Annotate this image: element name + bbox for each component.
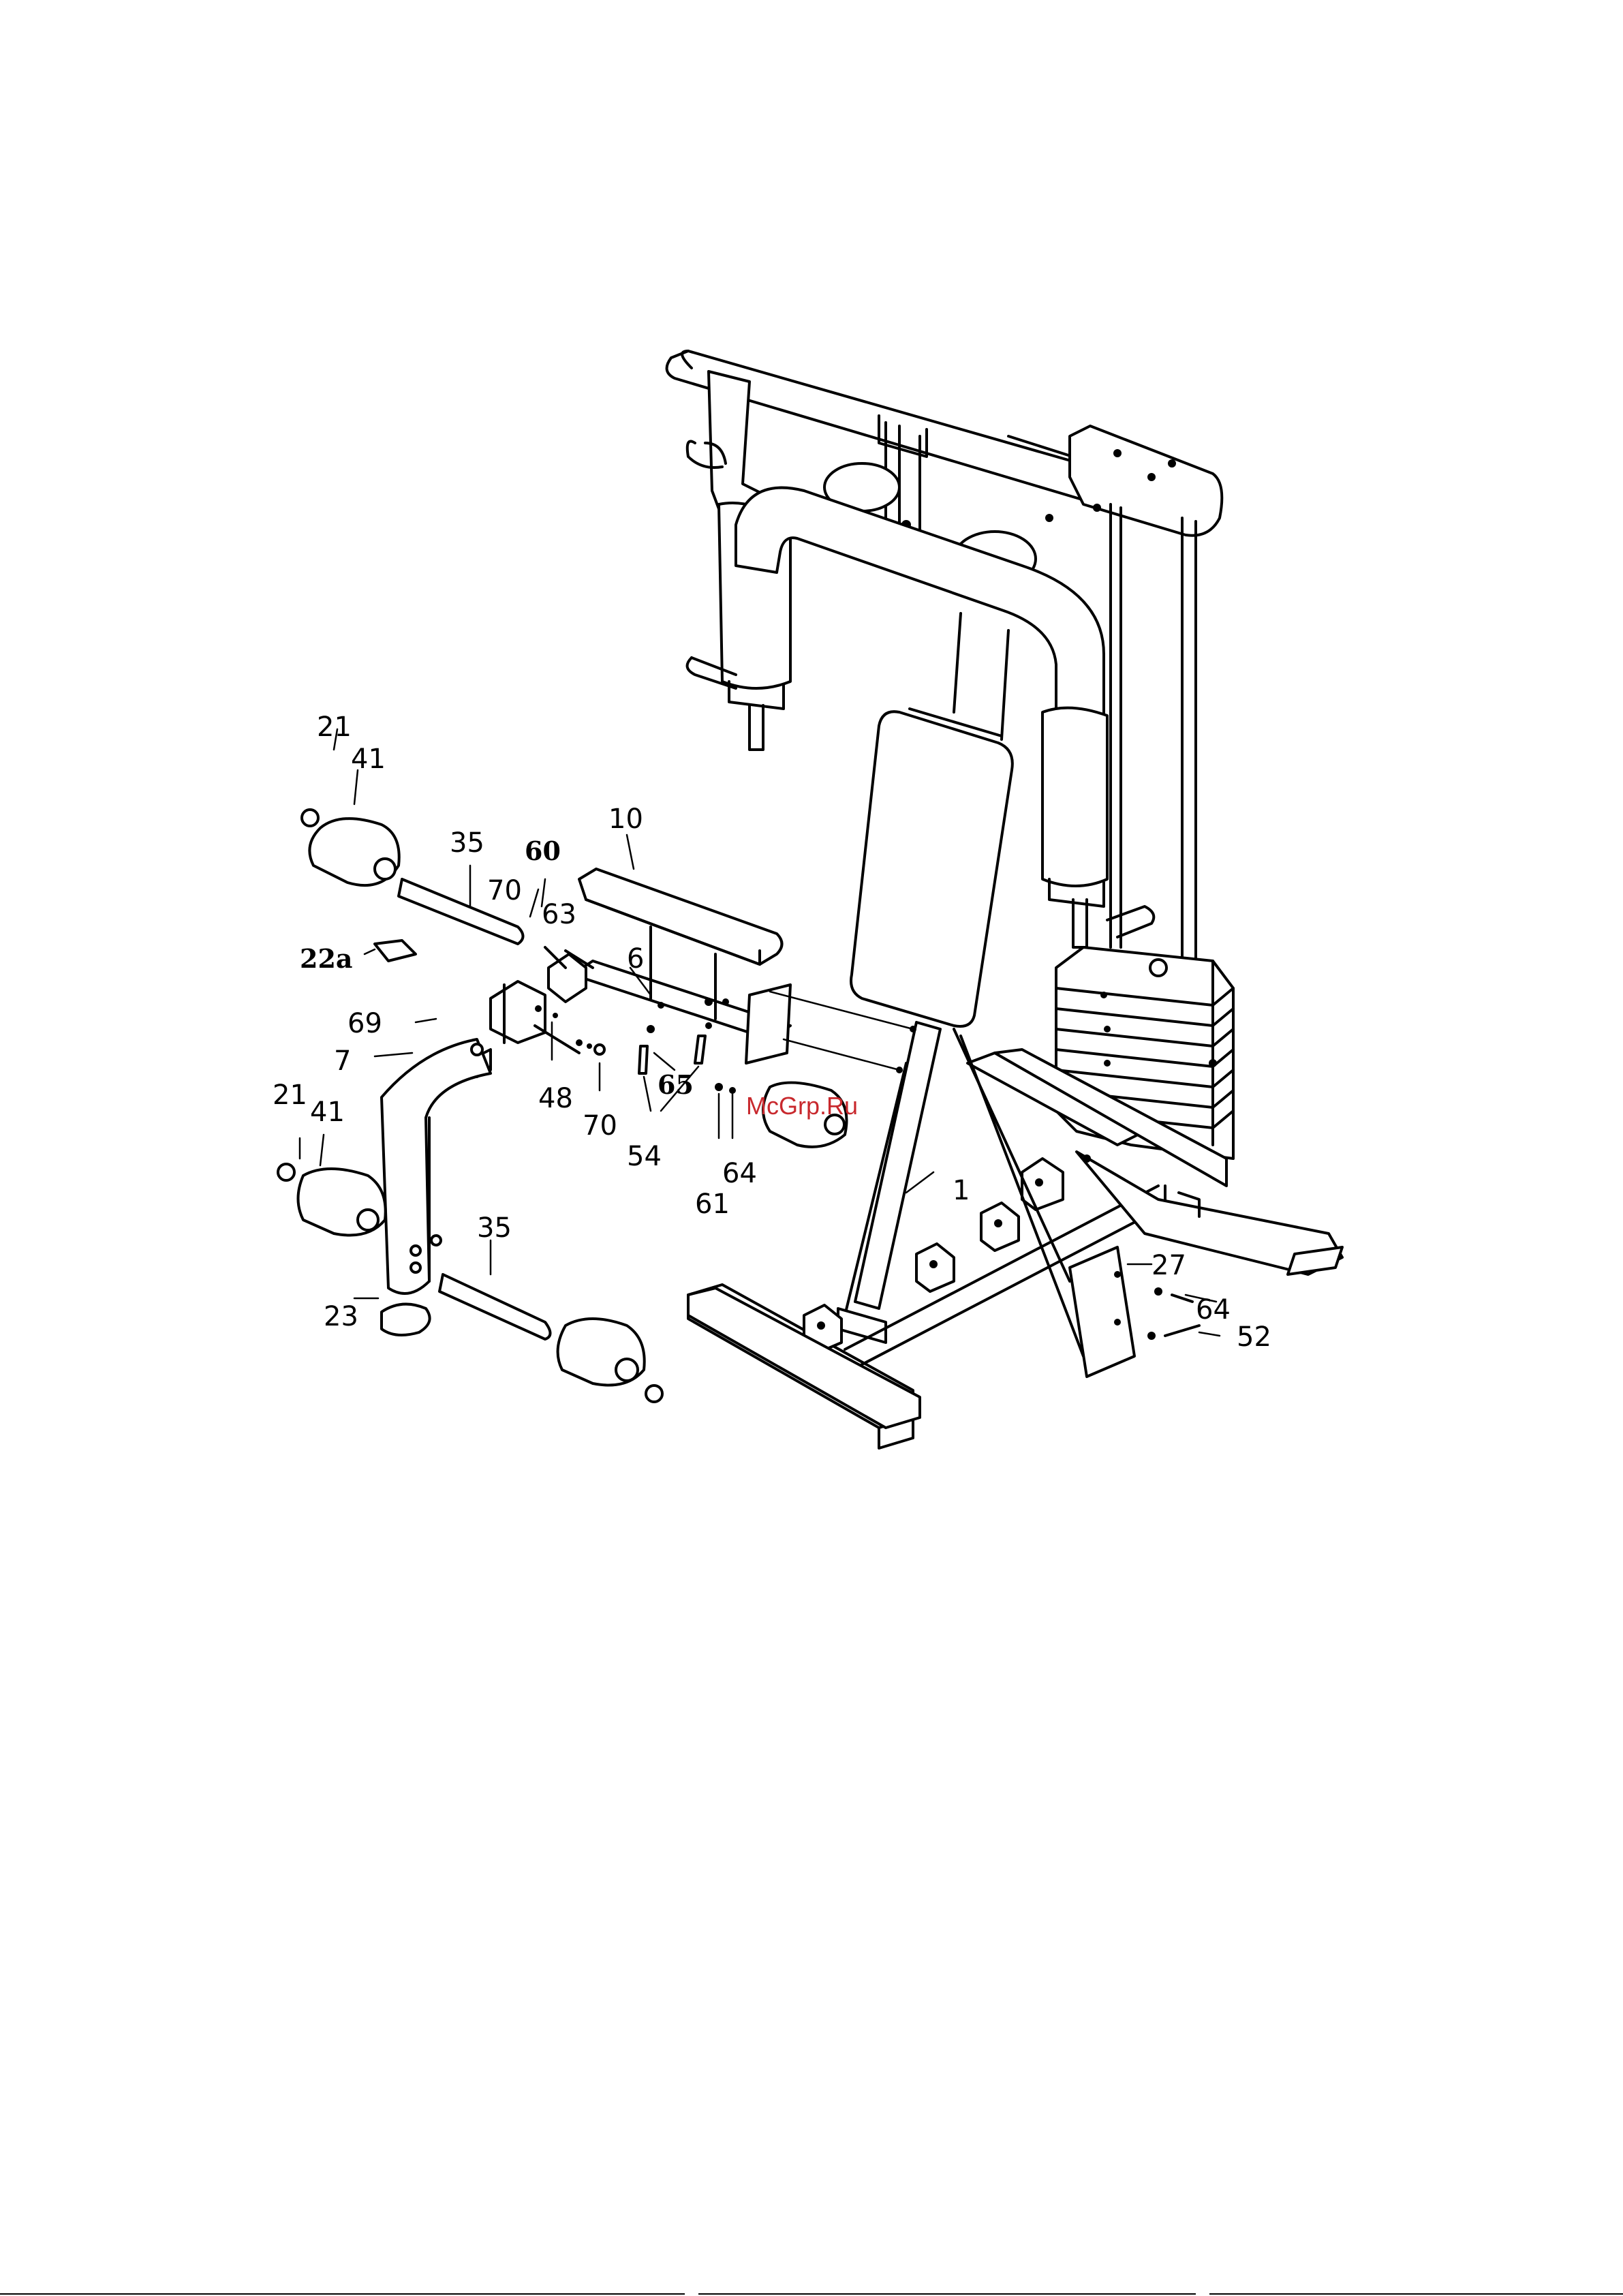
label-1: 1: [953, 1175, 970, 1206]
label-41-top: 41: [351, 744, 386, 775]
top-right-plate: [1070, 426, 1222, 536]
label-64-mid: 64: [722, 1158, 757, 1189]
label-21-top: 21: [317, 711, 352, 743]
label-60: 60: [525, 836, 561, 866]
label-23: 23: [324, 1301, 358, 1332]
label-54: 54: [627, 1141, 662, 1172]
seat-pad-10: [579, 869, 782, 964]
label-35-top: 35: [450, 827, 484, 859]
label-61: 61: [695, 1189, 730, 1220]
label-63: 63: [542, 899, 576, 930]
label-27: 27: [1151, 1250, 1186, 1281]
label-65: 65: [658, 1069, 694, 1100]
label-35-bottom: 35: [477, 1212, 512, 1244]
label-52: 52: [1237, 1321, 1271, 1353]
label-70-bottom: 70: [583, 1110, 617, 1142]
pec-pad-right: [1042, 708, 1154, 947]
label-70-top: 70: [487, 875, 522, 906]
backrest-pad: [851, 709, 1013, 1026]
leg-extension-frame-7: [382, 981, 545, 1294]
base-front-foot: [688, 1288, 920, 1428]
label-10: 10: [608, 803, 643, 835]
label-69: 69: [347, 1008, 382, 1039]
watermark-text: McGrp.Ru: [746, 1092, 858, 1120]
label-41-bottom: 41: [310, 1097, 345, 1128]
label-48: 48: [538, 1083, 573, 1114]
label-21-bottom: 21: [273, 1080, 307, 1111]
label-64-right: 64: [1196, 1294, 1231, 1326]
label-7: 7: [334, 1045, 351, 1077]
label-22a: 22a: [300, 943, 353, 974]
label-6: 6: [627, 943, 644, 975]
